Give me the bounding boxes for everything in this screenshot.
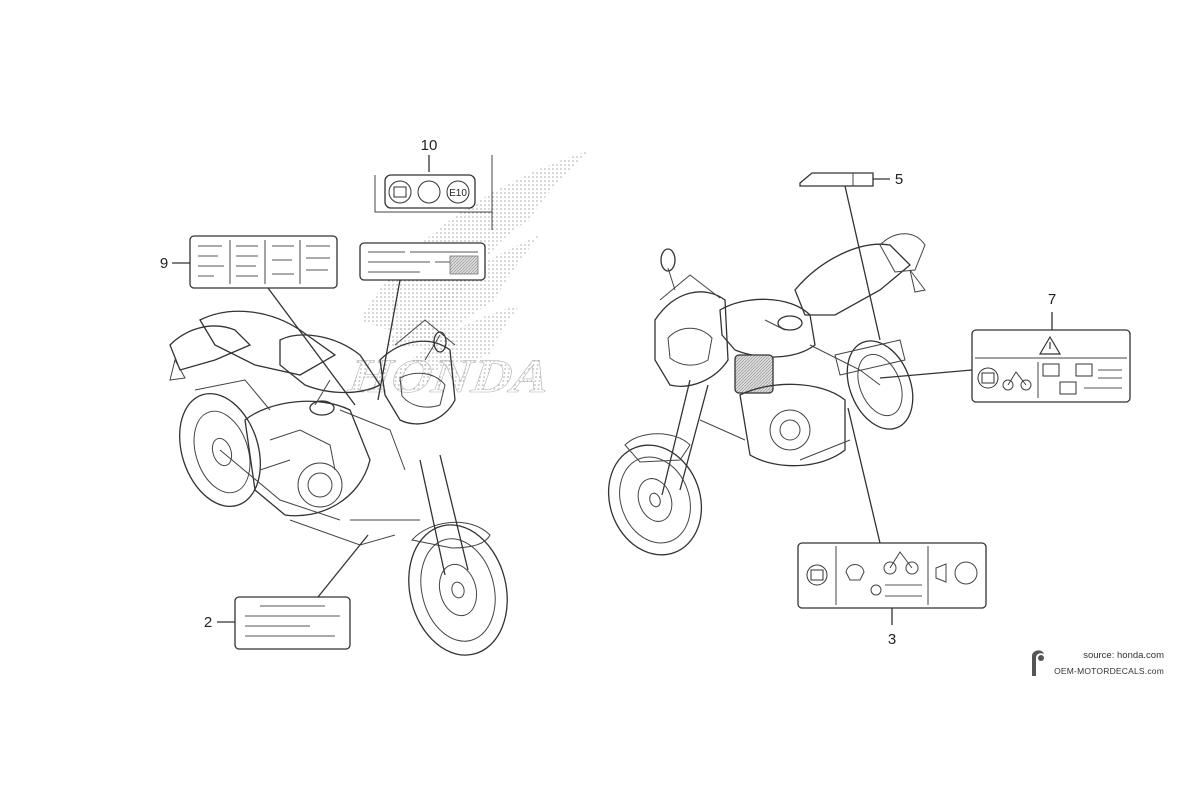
- callout-3: 3: [888, 631, 896, 648]
- callout-2: 2: [204, 614, 212, 631]
- callout-10: 10: [421, 137, 438, 154]
- callout-9: 9: [160, 255, 168, 272]
- oem-motordecals-logo-icon: [1032, 650, 1044, 676]
- motorcycle-right-view: [607, 233, 926, 556]
- label-spec-sticker[interactable]: [359, 242, 486, 281]
- manual-book-icon: [388, 180, 412, 204]
- label-2-sticker[interactable]: 2: [204, 596, 351, 650]
- helmet-icon: [845, 564, 865, 581]
- warning-triangle-icon: [1038, 335, 1062, 355]
- motorcycle-left-view: [169, 310, 508, 656]
- motorcycle-icon: [1002, 371, 1032, 391]
- label-7-warning-sticker[interactable]: 7: [971, 291, 1131, 403]
- fuel-pump-icon: [417, 180, 441, 204]
- e10-fuel-text: E10: [449, 188, 467, 199]
- label-3-sticker[interactable]: 3: [797, 542, 987, 648]
- source-credit-text: source: honda.com: [1083, 650, 1164, 661]
- manual-book-icon: [806, 564, 828, 586]
- callout-7: 7: [1048, 291, 1056, 308]
- label-5-sticker[interactable]: 5: [799, 171, 903, 188]
- leader-lines: [267, 185, 973, 598]
- label-10-fuel-sticker[interactable]: E10 10: [374, 137, 493, 230]
- honda-watermark-text: HONDA: [344, 350, 553, 403]
- callout-5: 5: [895, 171, 903, 188]
- horn-icon: [954, 561, 978, 585]
- motorcycle-icon: [883, 551, 919, 575]
- site-credit-text[interactable]: OEM-MOTORDECALS.com: [1054, 666, 1164, 676]
- label-9-info-sticker[interactable]: 9: [160, 235, 338, 289]
- manual-book-icon: [977, 367, 999, 389]
